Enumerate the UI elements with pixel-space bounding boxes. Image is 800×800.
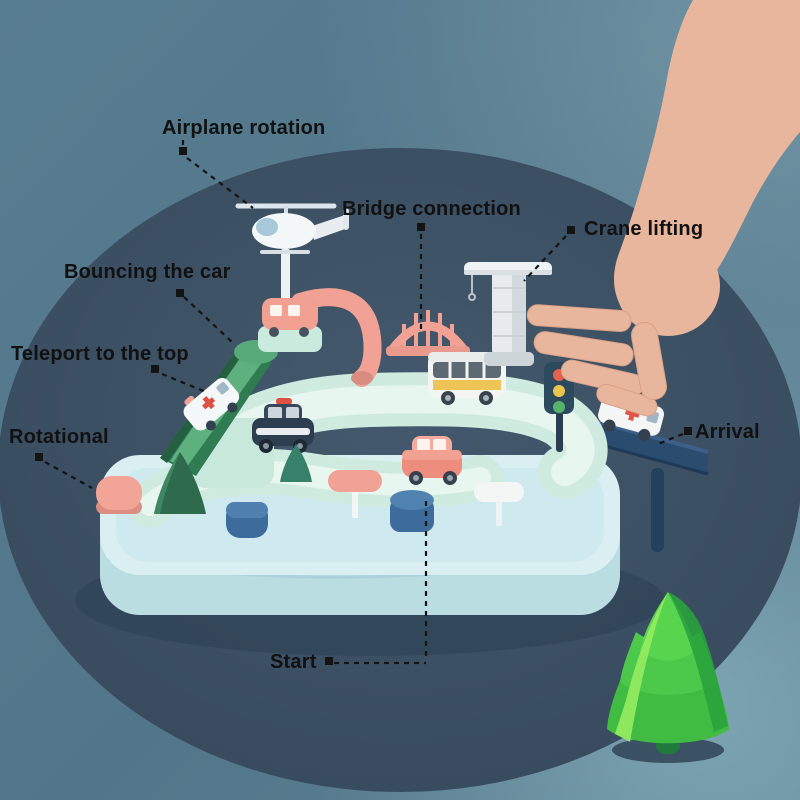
blue-button-b [390, 490, 434, 532]
toy-playset [75, 203, 709, 656]
cartoon-tree [607, 592, 729, 763]
connector-teleport [161, 372, 207, 394]
connector-bouncing [183, 296, 233, 343]
reaching-hand [526, 0, 800, 417]
callout-teleport-to-the-top: Teleport to the top [11, 343, 189, 365]
callout-start: Start [270, 651, 317, 673]
anchor-bouncing [176, 289, 184, 297]
connector-arrival [657, 432, 684, 446]
index-finger [526, 304, 632, 332]
connector-rotational [44, 461, 93, 489]
middle-finger [533, 331, 634, 367]
anchor-start [325, 657, 333, 665]
anchor-airplane [179, 147, 187, 155]
salmon-tube [291, 288, 382, 387]
callout-arrival: Arrival [695, 421, 760, 443]
callout-airplane-rotation: Airplane rotation [162, 117, 326, 139]
blue-button-a [226, 502, 268, 538]
white-signpost [474, 482, 524, 526]
anchor-teleport [151, 365, 159, 373]
pine-tree-dark [154, 452, 206, 514]
police-car [252, 398, 314, 453]
connector-airplane-d [186, 157, 254, 209]
callout-bridge-connection: Bridge connection [342, 198, 521, 220]
pinky-finger [596, 383, 658, 417]
callout-rotational: Rotational [9, 426, 109, 448]
anchor-crane [567, 226, 575, 234]
green-slide [160, 340, 278, 476]
salmon-mini-bus [258, 298, 322, 352]
anchor-bridge [417, 223, 425, 231]
callout-bouncing-the-car: Bouncing the car [64, 261, 231, 283]
callout-crane-lifting: Crane lifting [584, 218, 704, 240]
crane-tower [464, 262, 552, 366]
salmon-signpost [328, 470, 382, 518]
salmon-button [96, 476, 142, 514]
ambulance-on-slide [183, 378, 240, 431]
thumb [630, 321, 668, 401]
anchor-arrival [684, 427, 692, 435]
red-car [402, 436, 462, 485]
connector-crane [523, 235, 567, 282]
anchor-rotational [35, 453, 43, 461]
pine-tree-small [280, 444, 312, 482]
